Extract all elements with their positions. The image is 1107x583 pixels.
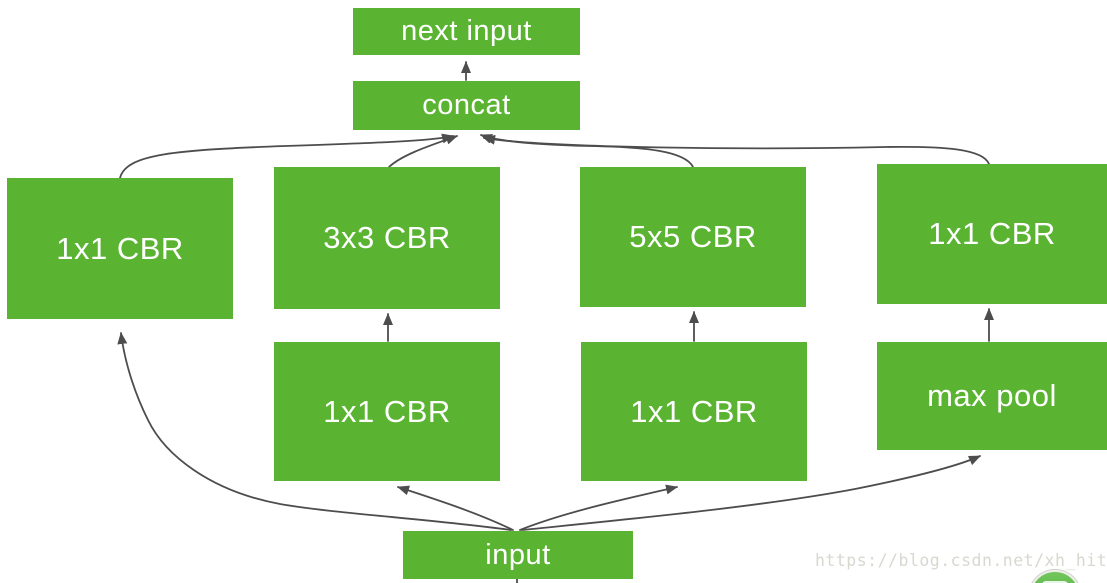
node-branch2-label: 3x3 CBR	[323, 220, 451, 255]
node-branch4-1x1-cbr: 1x1 CBR	[877, 164, 1107, 304]
node-branch1-label: 1x1 CBR	[56, 230, 184, 266]
node-max-pool-label: max pool	[927, 378, 1057, 413]
node-branch1-1x1-cbr: 1x1 CBR	[7, 178, 233, 319]
node-concat: concat	[353, 81, 580, 130]
node-max-pool: max pool	[877, 342, 1107, 450]
edge-input-to-reduce3	[519, 484, 678, 531]
node-branch4-label: 1x1 CBR	[928, 216, 1056, 251]
csdn-logo-icon	[1029, 570, 1081, 583]
edge-input-to-reduce2	[397, 485, 514, 531]
edge-branch3-to-concat	[480, 134, 694, 168]
node-next-input: next input	[353, 8, 580, 55]
node-branch3-reduce-1x1-cbr: 1x1 CBR	[581, 342, 807, 481]
node-branch3-label: 5x5 CBR	[629, 219, 757, 254]
node-input: input	[403, 531, 633, 579]
node-branch3-5x5-cbr: 5x5 CBR	[580, 167, 806, 307]
node-branch2-reduce-label: 1x1 CBR	[323, 393, 451, 429]
csdn-watermark-text: https://blog.csdn.net/xh_hit	[815, 551, 1107, 570]
node-concat-label: concat	[422, 89, 511, 121]
edge-branch2-to-concat	[388, 135, 458, 168]
edge-branch4-to-concat	[483, 134, 990, 165]
node-next-input-label: next input	[401, 15, 532, 47]
node-branch2-3x3-cbr: 3x3 CBR	[274, 167, 500, 309]
node-input-label: input	[485, 538, 551, 571]
node-branch2-reduce-1x1-cbr: 1x1 CBR	[274, 342, 500, 481]
node-branch3-reduce-label: 1x1 CBR	[630, 393, 758, 429]
